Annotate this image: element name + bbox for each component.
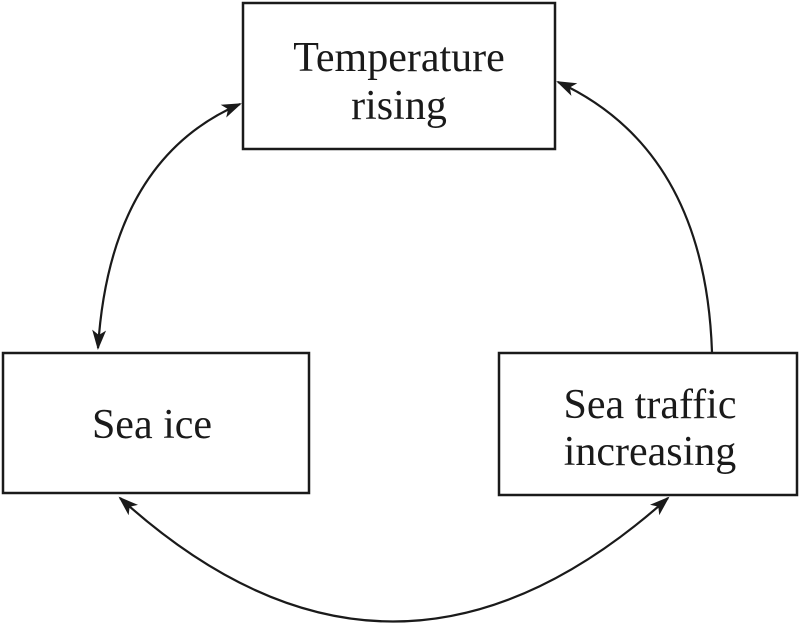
arrow-sea-traffic-temperature	[556, 81, 714, 353]
node-sea-ice: Sea ice	[1, 351, 311, 495]
node-temperature-line2: rising	[351, 83, 447, 129]
arrow-sea-ice-sea-traffic	[118, 496, 670, 623]
node-sea-traffic-line2: increasing	[564, 429, 737, 475]
node-temperature-line1: Temperature	[293, 35, 505, 81]
node-temperature-rising: Temperature rising	[241, 1, 557, 151]
node-sea-ice-label: Sea ice	[92, 402, 212, 448]
arrow-sea-ice-temperature	[92, 102, 242, 350]
node-sea-traffic-line1: Sea traffic	[564, 382, 737, 428]
node-sea-traffic-increasing: Sea traffic increasing	[497, 351, 799, 497]
